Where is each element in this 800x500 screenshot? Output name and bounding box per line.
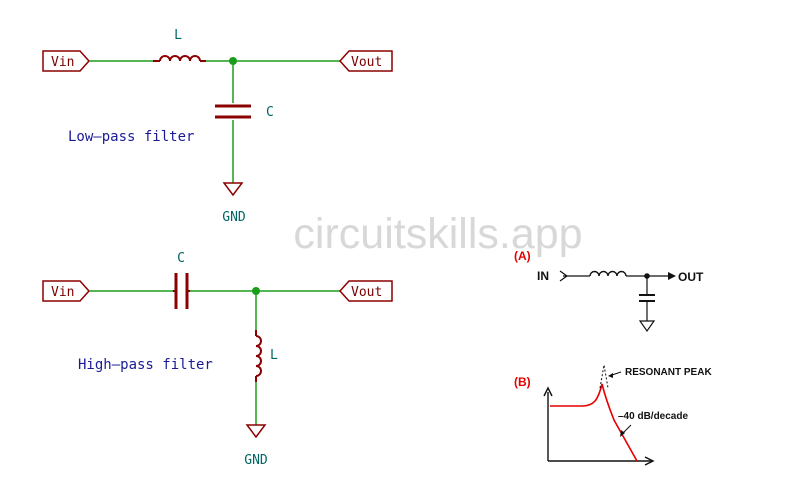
highpass-capacitor-label: C (177, 251, 185, 266)
panel-a-out-label: OUT (678, 270, 704, 284)
lowpass-capacitor (215, 104, 251, 119)
lowpass-circuit: Vin L C GND Vout Low—pass filte (42, 28, 393, 225)
lowpass-vin-port: Vin (42, 50, 91, 72)
panel-b-slope-label: –40 dB/decade (618, 411, 688, 422)
panel-a-tag: (A) (514, 249, 531, 263)
panel-a-out-arrow-icon (668, 272, 676, 280)
highpass-circuit: Vin C L GND Vout High—pass filter (42, 251, 393, 468)
highpass-vout-port: Vout (338, 280, 393, 302)
lowpass-capacitor-label: C (266, 105, 274, 120)
highpass-vin-port: Vin (42, 280, 91, 302)
lowpass-ground-icon (222, 182, 244, 197)
lowpass-inductor-label: L (174, 28, 182, 43)
panel-a: (A) IN OUT (514, 249, 704, 333)
panel-b-peak-label: RESONANT PEAK (625, 367, 712, 378)
panel-a-ground-icon (638, 320, 656, 333)
highpass-inductor (255, 330, 262, 382)
lowpass-vout-port: Vout (338, 50, 393, 72)
panel-b: (B) RESONANT PEAK –40 dB/decade (514, 364, 712, 466)
panel-b-response-curve (550, 383, 638, 462)
highpass-vout-label: Vout (351, 285, 382, 300)
panel-a-in-label: IN (537, 269, 549, 283)
highpass-ground-icon (245, 424, 267, 439)
highpass-inductor-label: L (270, 348, 278, 363)
lowpass-ground-label: GND (222, 210, 246, 225)
lowpass-inductor (153, 55, 206, 62)
panel-b-tag: (B) (514, 375, 531, 389)
watermark-text: circuitskills.app (293, 210, 582, 258)
panel-a-inductor-icon (589, 270, 627, 277)
highpass-title: High—pass filter (78, 357, 213, 373)
highpass-ground-label: GND (244, 453, 268, 468)
highpass-vin-label: Vin (51, 285, 74, 300)
lowpass-vin-label: Vin (51, 55, 74, 70)
highpass-capacitor (173, 273, 190, 309)
lowpass-title: Low—pass filter (68, 129, 194, 145)
lowpass-vout-label: Vout (351, 55, 382, 70)
